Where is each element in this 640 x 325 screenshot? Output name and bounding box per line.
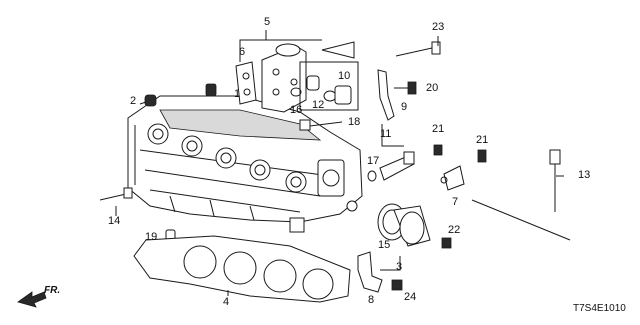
- callout-3: 3: [396, 261, 402, 273]
- callout-14: 14: [108, 215, 120, 227]
- callout-8: 8: [368, 294, 374, 306]
- gasket-6: [235, 61, 257, 105]
- sensor-7: [440, 165, 465, 191]
- bolt-22: [441, 237, 452, 249]
- callout-21a: 21: [432, 123, 444, 135]
- switch-10: [323, 85, 352, 105]
- callout-5: 5: [264, 16, 270, 28]
- callout-4: 4: [223, 296, 229, 308]
- callout-20: 20: [426, 82, 438, 94]
- callout-11: 11: [380, 128, 391, 140]
- callout-numbers: 5 23 6 10 20 1 2 16 12 9 18 11 21 21 17 …: [108, 16, 590, 308]
- diagram-code: T7S4E1010: [573, 303, 626, 314]
- callout-21b: 21: [476, 134, 488, 146]
- plug-cap-2: [144, 94, 157, 107]
- callout-19: 19: [145, 231, 157, 243]
- callout-12: 12: [312, 99, 324, 111]
- callout-16: 16: [290, 104, 302, 116]
- callout-6: 6: [239, 46, 245, 58]
- direction-label: FR.: [44, 285, 60, 296]
- callout-23: 23: [432, 21, 444, 33]
- o-ring-16: [290, 87, 302, 97]
- callout-9: 9: [401, 101, 407, 113]
- bolt-21-b: [477, 149, 487, 163]
- callout-24: 24: [404, 291, 416, 303]
- bolt-20: [394, 81, 417, 95]
- callout-22: 22: [448, 224, 460, 236]
- front-direction-arrow: [17, 291, 47, 308]
- spool-valve-assembly: [261, 43, 307, 113]
- bracket-9: [377, 69, 395, 121]
- callout-2: 2: [130, 95, 136, 107]
- callout-18: 18: [348, 116, 360, 128]
- callout-10: 10: [338, 70, 350, 82]
- actuator-17: [367, 170, 377, 182]
- bolt-13: [549, 149, 561, 212]
- leader-lines: [115, 30, 571, 296]
- bolt-14: [99, 187, 133, 201]
- callout-1: 1: [234, 88, 240, 100]
- plug-cap-1: [205, 83, 217, 97]
- filter-12: [306, 75, 320, 91]
- bracket-8: [357, 251, 383, 293]
- bolt-23: [395, 41, 441, 57]
- bolt-24: [391, 279, 403, 291]
- head-gasket: [133, 235, 351, 303]
- callout-17: 17: [367, 155, 379, 167]
- callout-7: 7: [452, 196, 458, 208]
- bolt-21-a: [433, 144, 443, 156]
- cylinder-head: [127, 95, 363, 233]
- callout-15: 15: [378, 239, 390, 251]
- actuator-11: [379, 151, 415, 181]
- housing-15: [377, 203, 431, 247]
- stud-18: [299, 119, 343, 131]
- callout-13: 13: [578, 169, 590, 181]
